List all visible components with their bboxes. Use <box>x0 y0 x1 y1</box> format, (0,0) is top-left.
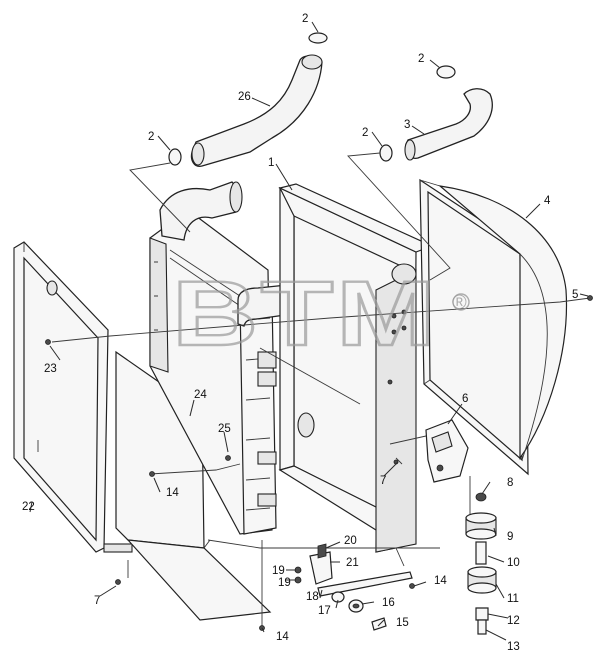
callout-13: 13 <box>507 641 520 653</box>
callout-17: 17 <box>318 605 331 617</box>
callout-10: 10 <box>507 557 520 569</box>
side-frame-22 <box>13 241 133 553</box>
watermark-registered-mark: ® <box>452 292 467 314</box>
callout-24: 24 <box>194 389 207 401</box>
hose-clamp-2 <box>168 32 456 166</box>
main-frame-1 <box>278 183 434 553</box>
mount-bracket-6 <box>425 419 469 483</box>
callout-15: 15 <box>396 617 409 629</box>
callout-22: 22 <box>22 501 35 513</box>
callout-3: 3 <box>404 119 410 131</box>
small-hardware <box>45 295 593 631</box>
callout-25: 25 <box>218 423 231 435</box>
callout-6: 6 <box>462 393 468 405</box>
callout-5: 5 <box>572 289 578 301</box>
callout-23: 23 <box>44 363 57 375</box>
fan-shroud-4 <box>419 178 568 476</box>
callout-21: 21 <box>346 557 359 569</box>
callout-14: 14 <box>166 487 179 499</box>
callout-9: 9 <box>507 531 513 543</box>
callout-11: 11 <box>507 593 519 605</box>
leader-lines <box>29 21 589 641</box>
assembly-guide-lines <box>51 152 591 628</box>
hose-26 <box>190 54 323 167</box>
callout-2: 2 <box>362 127 368 139</box>
hose-3 <box>404 88 493 161</box>
callout-1: 1 <box>268 157 274 169</box>
callout-14: 14 <box>434 575 447 587</box>
callout-labels: 1 2 2 2 2 3 4 5 6 7 7 8 9 10 11 12 13 14… <box>22 13 578 653</box>
callout-20: 20 <box>344 535 357 547</box>
callout-2: 2 <box>302 13 308 25</box>
watermark-text: BTM <box>172 263 438 365</box>
radiator-upper-pipe <box>159 181 243 241</box>
callout-26: 26 <box>238 91 251 103</box>
callout-7: 7 <box>94 595 100 607</box>
callout-2: 2 <box>148 131 154 143</box>
callout-19: 19 <box>272 565 285 577</box>
callout-14: 14 <box>276 631 289 643</box>
isolator-stack <box>465 492 497 635</box>
callout-19: 19 <box>278 577 291 589</box>
callout-18: 18 <box>306 591 319 603</box>
callout-12: 12 <box>507 615 520 627</box>
btm-watermark: BTM ® <box>171 262 470 366</box>
callout-7: 7 <box>380 475 386 487</box>
callout-2: 2 <box>418 53 424 65</box>
radiator-core <box>149 209 277 535</box>
callout-16: 16 <box>382 597 395 609</box>
callout-8: 8 <box>507 477 513 489</box>
callout-4: 4 <box>544 195 551 207</box>
